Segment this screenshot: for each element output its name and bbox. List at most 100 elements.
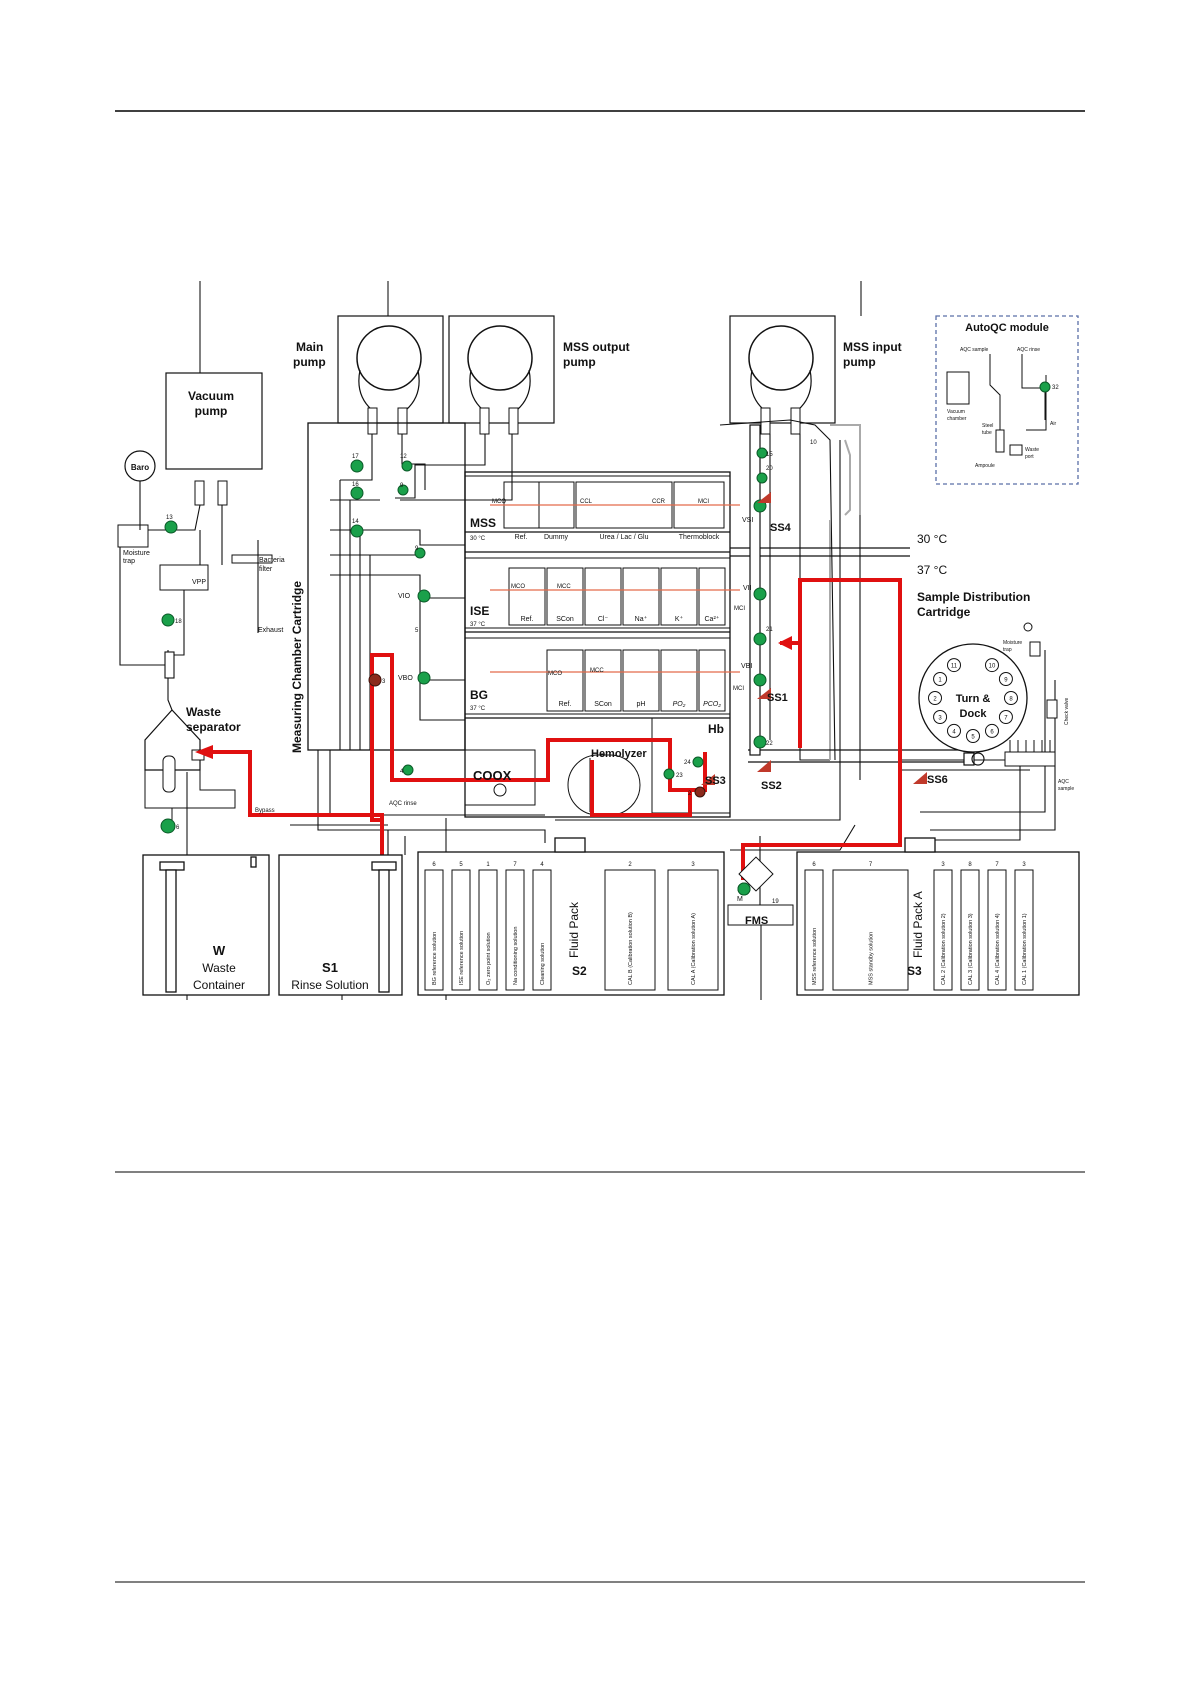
waste-container xyxy=(142,854,270,996)
fluid-bottle xyxy=(424,869,444,991)
turn-dock-port xyxy=(966,729,980,743)
valve-9a: 9 xyxy=(400,483,404,489)
mss-mco: MCO xyxy=(492,499,506,505)
valve-20: 20 xyxy=(766,466,773,472)
waste-letter: W xyxy=(213,943,226,958)
mss-input-pump-label-1: MSS input xyxy=(843,340,902,354)
aqc-sample-right-label-1: AQC xyxy=(1058,779,1069,785)
autoqc-steel-tube-2: tube xyxy=(982,430,992,436)
fluid-bottle-number: 3 xyxy=(691,862,695,868)
fluid-pack-title: Fluid Pack xyxy=(567,901,581,958)
valves-green xyxy=(160,381,1051,896)
waste-separator-label-1: Waste xyxy=(186,705,221,719)
turn-dock-port xyxy=(998,710,1013,724)
ss-sensors xyxy=(701,492,927,785)
autoqc-vacuum-chamber-2: chamber xyxy=(947,416,967,422)
turn-dock-port-label: 10 xyxy=(989,664,996,670)
vpp-box xyxy=(159,564,209,591)
fluid-pack-a-code: S3 xyxy=(907,964,922,978)
moisture-trap-label-2: trap xyxy=(123,558,135,565)
turn-dock-port-label: 1 xyxy=(938,678,942,684)
valve-13: 13 xyxy=(166,515,173,521)
bypass-label: Bypass xyxy=(255,808,275,814)
bg-cell-ref: Ref. xyxy=(559,701,572,708)
fluid-bottle xyxy=(804,869,824,991)
ise-temp: 37 °C xyxy=(470,622,486,628)
fluid-bottle xyxy=(532,869,552,991)
rinse-letter: S1 xyxy=(322,960,338,975)
fluid-bottle-label: ISE reference solution xyxy=(459,931,465,985)
valve-24: 24 xyxy=(684,760,691,766)
fluid-bottle xyxy=(451,869,471,991)
pump-labels: Vacuum pump Main pump MSS output pump MS… xyxy=(188,340,902,418)
temp-30-label: 30 °C xyxy=(917,532,947,546)
mss-input-pump xyxy=(729,315,836,435)
fluid-bottle-label: CAL A (Calibration solution A) xyxy=(691,913,697,985)
autoqc-air: Air xyxy=(1050,421,1056,427)
mss-module xyxy=(464,475,740,533)
bacteria-filter-label-1: Bacteria xyxy=(259,557,285,564)
mss-ccr: CCR xyxy=(652,499,666,505)
turn-dock-port xyxy=(998,672,1013,686)
fluid-bottle-label: Na conditioning solution xyxy=(513,927,519,985)
waste-line-1: Waste xyxy=(202,961,236,975)
autoqc-title: AutoQC module xyxy=(965,322,1049,334)
turn-dock-port xyxy=(985,658,999,673)
bg-mcc: MCC xyxy=(590,668,604,674)
fluid-bottle-number: 3 xyxy=(1022,862,1026,868)
waste-separator-label-2: separator xyxy=(186,720,241,734)
ise-mci: MCI xyxy=(734,606,745,612)
valve-23: 23 xyxy=(676,773,683,779)
moisture-trap-right xyxy=(1029,641,1041,657)
fluid-bottle-label: O₂ zero point solution xyxy=(486,932,492,985)
turn-dock-label-2: Dock xyxy=(960,708,988,720)
valve-12: 12 xyxy=(400,454,407,460)
fluid-bottle-number: 7 xyxy=(995,862,999,868)
mss-cell-urea: Urea / Lac / Glu xyxy=(599,534,648,541)
main-pump-label-2: pump xyxy=(293,355,326,369)
turn-dock-port xyxy=(947,723,961,738)
ise-vio: VIO xyxy=(398,593,411,600)
bacteria-filter-label-2: filter xyxy=(259,566,273,573)
mss-vsi: VSI xyxy=(742,517,753,524)
turn-dock-port-label: 6 xyxy=(990,729,994,735)
valve-4: 4 xyxy=(400,769,404,775)
fluid-bottle-number: 1 xyxy=(486,862,490,868)
turn-dock-port-label: 11 xyxy=(951,664,958,670)
ise-cell-ca: Ca²⁺ xyxy=(705,615,720,623)
bg-cell-ph: pH xyxy=(637,701,646,708)
sample-distribution-label-2: Cartridge xyxy=(917,605,971,619)
ise-cell-k: K⁺ xyxy=(675,615,684,623)
fluid-bottle-number: 7 xyxy=(869,862,873,868)
main-pump-label-1: Main xyxy=(296,340,323,354)
bg-cell-po2: PO₂ xyxy=(673,701,686,708)
aqc-rinse-bottom-label: AQC rinse xyxy=(389,801,417,807)
turn-dock-port-label: 9 xyxy=(1004,678,1008,684)
return-arrow xyxy=(778,636,792,650)
fluid-bottle-label: Cleaning solution xyxy=(540,943,546,985)
fluid-bottle-number: 7 xyxy=(513,862,517,868)
check-valve-label: Check valve xyxy=(1064,698,1070,725)
fms-m-label: M xyxy=(737,896,743,903)
sample-distribution-label-1: Sample Distribution xyxy=(917,590,1030,604)
autoqc-module xyxy=(935,315,1079,485)
fluid-bottle-label: BG reference solution xyxy=(432,932,438,985)
vacuum-tubing xyxy=(119,481,259,711)
bg-vbo: VBO xyxy=(398,675,413,682)
fluid-bottle xyxy=(987,869,1007,991)
mss-input-pump-label-2: pump xyxy=(843,355,876,369)
fluid-bottle-number: 5 xyxy=(459,862,463,868)
fluid-bottle-label: CAL 4 (Calibration solution 4) xyxy=(995,913,1001,985)
fluid-bottle-label: MSS reference solution xyxy=(812,928,818,985)
valve-number-labels: 17 12 16 9 14 13 18 9 5 3 4 6 15 20 21 2… xyxy=(166,440,817,905)
ise-cell-scon: SCon xyxy=(556,616,574,623)
autoqc-valve-32: 32 xyxy=(1052,385,1059,391)
ss3-label: SS3 xyxy=(705,775,726,787)
mss-output-pump xyxy=(448,315,555,435)
turn-dock-port-label: 4 xyxy=(952,729,956,735)
autoqc-vacuum-chamber-1: Vacuum xyxy=(947,409,965,415)
